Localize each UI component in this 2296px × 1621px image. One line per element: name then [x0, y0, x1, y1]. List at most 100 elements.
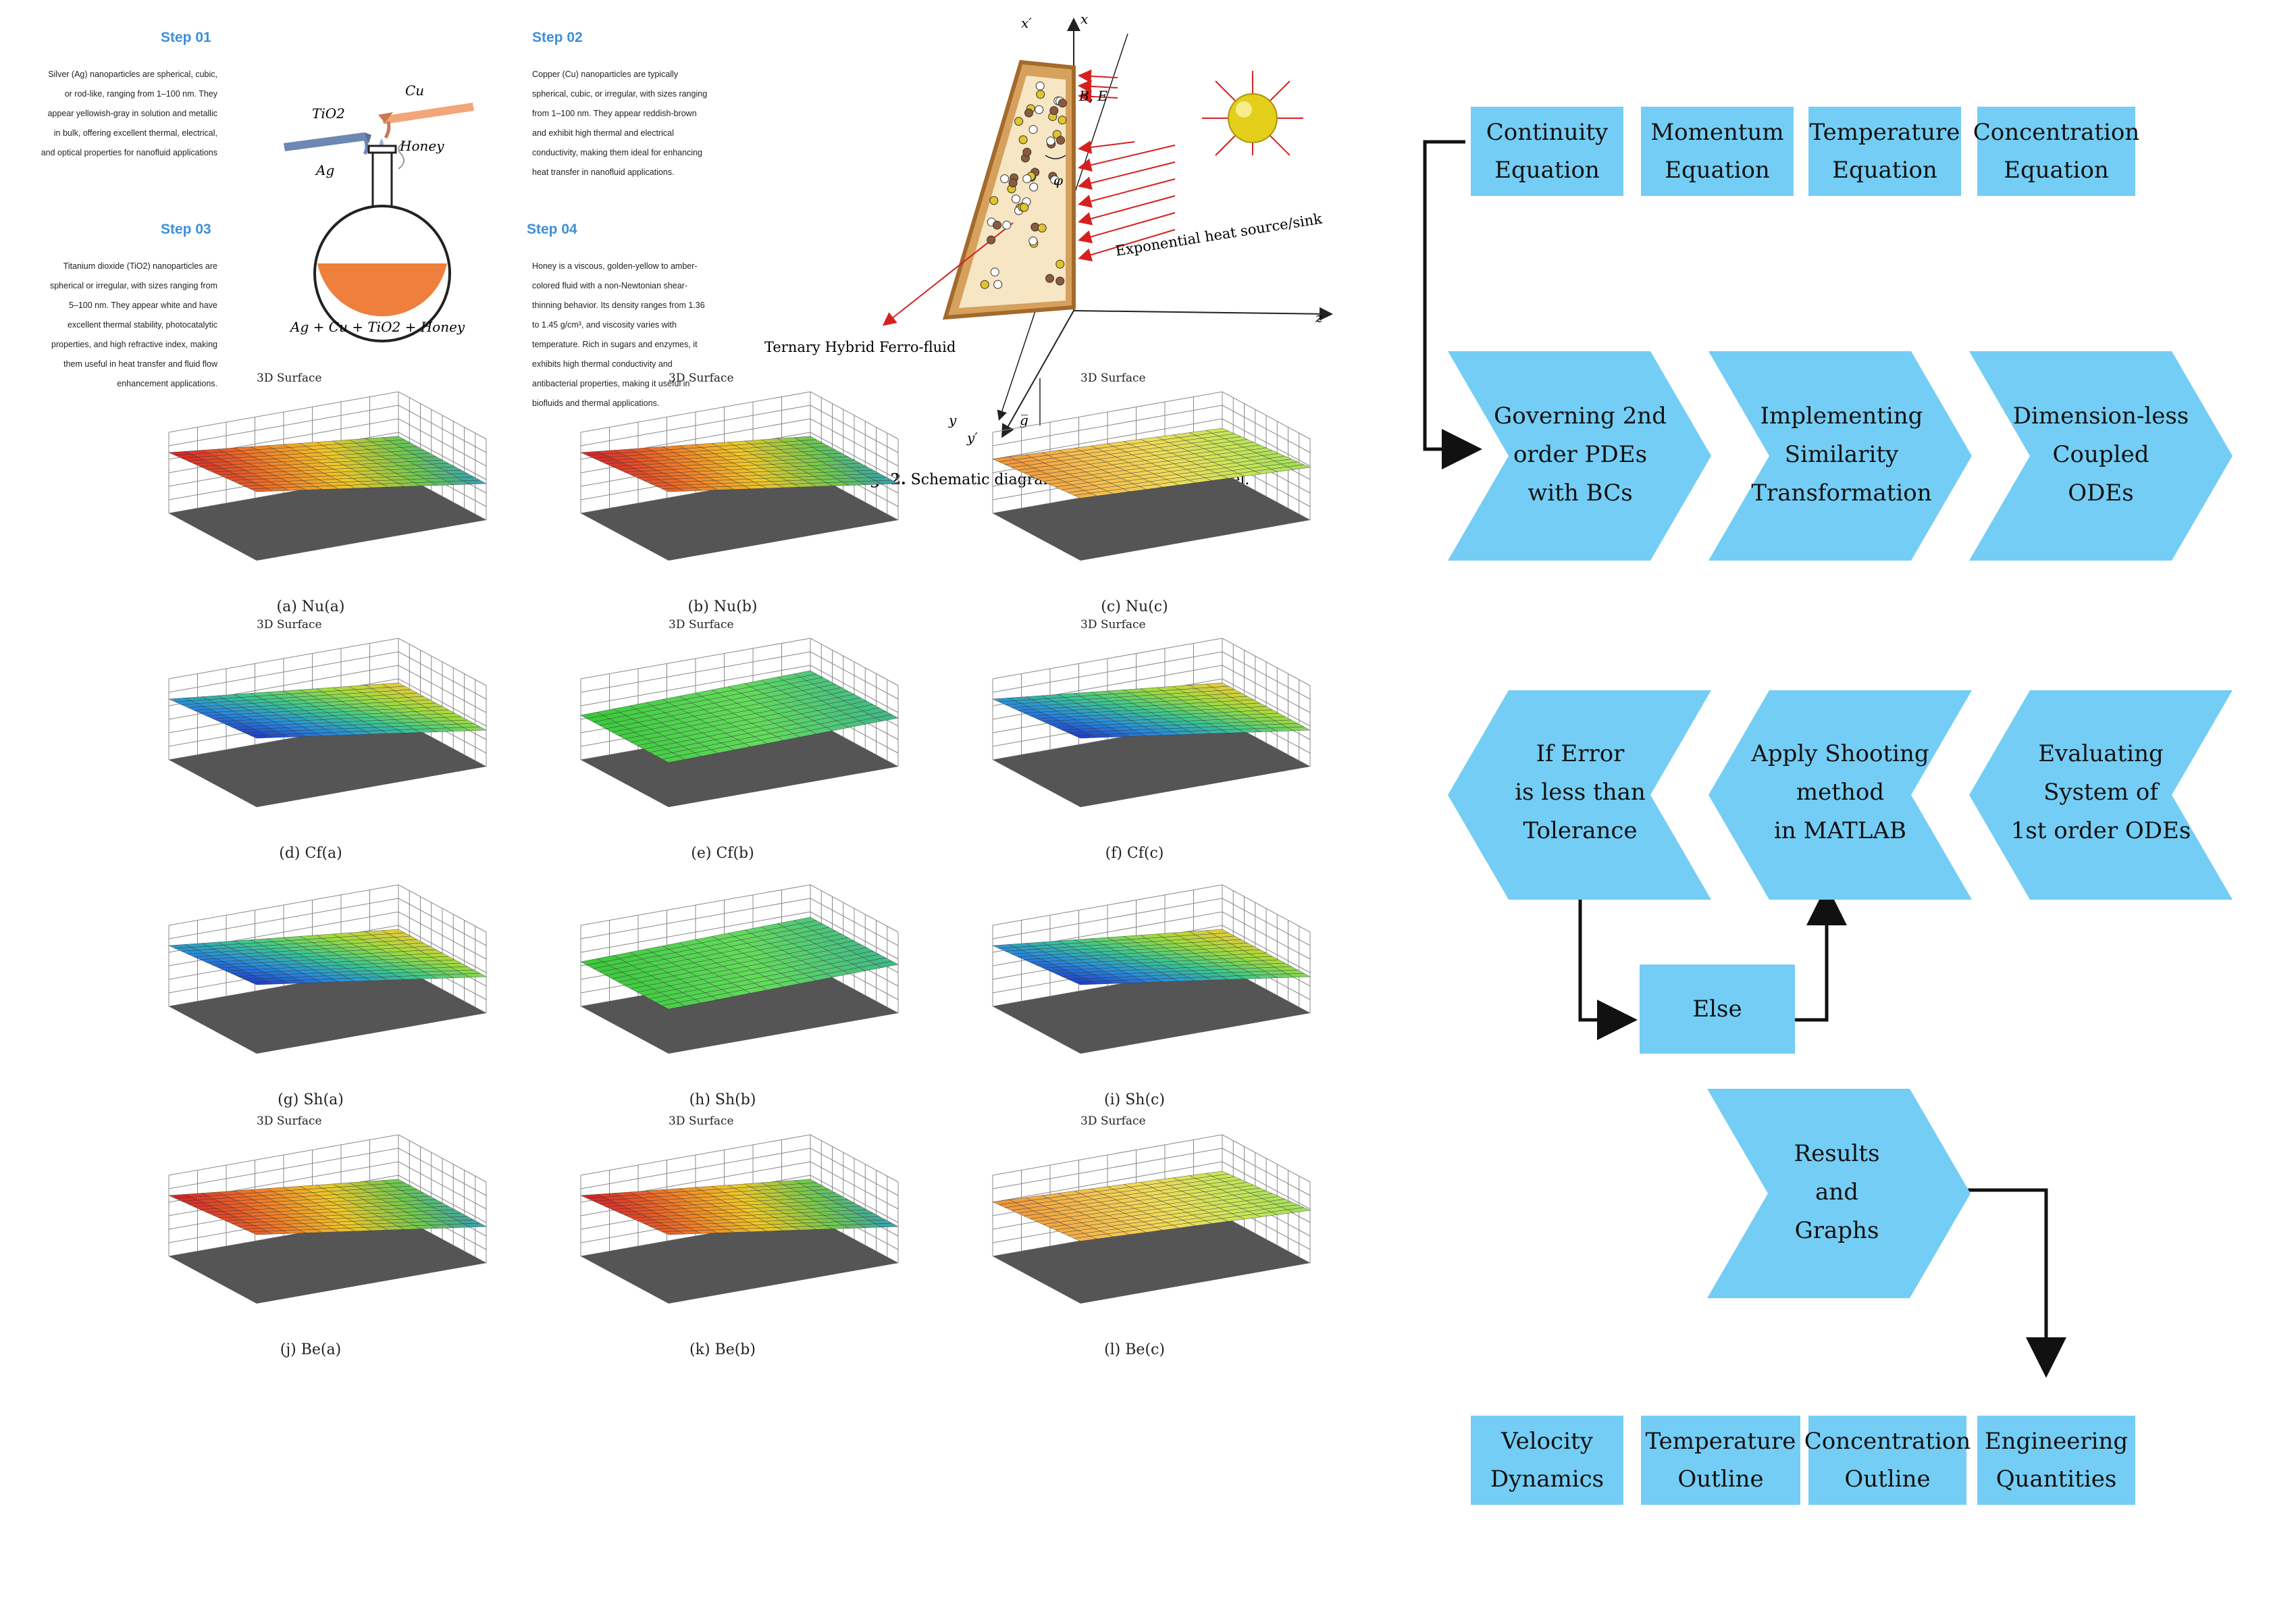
surface-mesh: [580, 436, 899, 492]
step-04-text: Honey is a viscous, golden-yellow to amb…: [532, 261, 705, 408]
chevron-dimensionless-odes: [1969, 351, 2233, 561]
contour-floor: [581, 966, 898, 1054]
axis-y-label: y: [949, 412, 957, 428]
else-box: Else: [1640, 964, 1795, 1054]
nanoparticle-dot: [989, 196, 999, 205]
angle-phi-label: φ: [1053, 172, 1064, 188]
axis-xprime-label: x′: [1021, 15, 1032, 31]
nanoparticle-dot: [1046, 136, 1055, 146]
momentum-equation-box: Momentum Equation: [1641, 107, 1794, 196]
surface-plot-3: [992, 391, 1311, 561]
chevron-shooting-method: [1708, 690, 1972, 900]
governing-pdes-label: Governing 2nd order PDEs with BCs: [1494, 403, 1667, 507]
step-02-text: Copper (Cu) nanoparticles are typically …: [532, 70, 708, 177]
evaluating-system-label: Evaluating System of 1st order ODEs: [2010, 740, 2191, 844]
surface-mesh: [168, 929, 487, 985]
surface-mesh: [580, 670, 899, 763]
surface-plot-caption: (l) Be(c): [1104, 1341, 1165, 1358]
nanoparticle-dot: [987, 235, 996, 245]
nanoparticle-dot: [1022, 174, 1032, 184]
surface-mesh: [992, 682, 1311, 739]
schematic-diagram: [882, 18, 1333, 438]
ag-test-tube-icon: [284, 132, 371, 155]
concentration-equation-box: Concentration Equation: [1973, 107, 2139, 196]
ag-label: Ag: [316, 162, 335, 178]
contour-floor: [169, 966, 486, 1054]
nanoparticle-dot: [1045, 274, 1054, 283]
step-01-text: Silver (Ag) nanoparticles are spherical,…: [41, 70, 217, 157]
nanoparticle-dot: [1049, 106, 1059, 115]
contour-floor: [581, 1216, 898, 1304]
gravity-label: g̅: [1020, 412, 1028, 428]
concentration-outline-box: Concentration Outline: [1804, 1416, 1971, 1505]
contour-floor: [169, 473, 486, 561]
engineering-quantities-box: Engineering Quantities: [1977, 1416, 2135, 1505]
surface-plot-10: [168, 1134, 487, 1304]
chevron-evaluating-system: [1969, 690, 2233, 900]
surface-plot-caption: (f) Cf(c): [1105, 845, 1164, 862]
surface-plot-title: 3D Surface: [257, 1114, 322, 1128]
contour-floor: [993, 1216, 1310, 1304]
surface-plot-title: 3D Surface: [669, 1114, 734, 1128]
nanoparticle-dot: [1020, 203, 1029, 212]
chevron-error-tolerance: [1448, 690, 1711, 900]
surface-mesh: [168, 1179, 487, 1235]
nanoparticle-dot: [1011, 195, 1020, 204]
surface-plot-title: 3D Surface: [669, 371, 734, 385]
surface-plot-caption: (k) Be(b): [689, 1341, 756, 1358]
surface-mesh: [168, 682, 487, 739]
step-03-title: Step 03: [161, 222, 211, 237]
field-label: B, E: [1079, 88, 1108, 104]
step-02-title: Step 02: [532, 30, 583, 45]
nanoparticle-dot: [1056, 136, 1066, 145]
nanoparticle-dot: [993, 220, 1001, 230]
shooting-method-label: Apply Shooting method in MATLAB: [1751, 740, 1929, 844]
surface-mesh: [580, 917, 899, 1010]
axis-z-label: z: [1315, 309, 1323, 326]
surface-plot-8: [580, 884, 899, 1054]
temperature-outline-box: Temperature Outline: [1641, 1416, 1800, 1505]
surface-plot-caption: (g) Sh(a): [278, 1091, 344, 1108]
cu-test-tube-icon: [378, 103, 474, 139]
nanoparticle-dot: [1058, 99, 1067, 108]
surface-plot-caption: (d) Cf(a): [279, 845, 342, 862]
surface-plot-4: [168, 638, 487, 807]
chevron-similarity-transformation: [1708, 351, 1972, 561]
contour-floor: [169, 719, 486, 807]
nanoparticle-dot: [1055, 259, 1065, 269]
surface-mesh: [992, 428, 1311, 498]
nanoparticle-dot: [1014, 117, 1024, 126]
tio2-label: TiO2: [312, 105, 345, 122]
surface-plot-7: [168, 884, 487, 1054]
nanoparticle-dot: [1008, 178, 1018, 188]
contour-floor: [169, 1216, 486, 1304]
contour-floor: [581, 719, 898, 807]
surface-mesh: [168, 436, 487, 492]
surface-plot-9: [992, 884, 1311, 1054]
nanoparticle-dot: [990, 267, 999, 277]
nanoparticle-dot: [1058, 115, 1067, 125]
nanoparticle-dot: [1000, 174, 1010, 184]
contour-floor: [581, 473, 898, 561]
nanoparticle-dot: [1022, 147, 1032, 157]
similarity-transformation-label: Implementing Similarity Transformation: [1751, 403, 1932, 507]
axis-yprime-label: y′: [967, 430, 978, 446]
nanoparticle-dot: [1035, 81, 1045, 91]
continuity-equation-box: Continuity Equation: [1471, 107, 1623, 196]
surface-plot-caption: (j) Be(a): [280, 1341, 342, 1358]
sun-icon: [1202, 71, 1303, 156]
nanoparticle-dot: [1024, 108, 1033, 118]
axis-x-label: x: [1080, 11, 1089, 27]
surface-plot-title: 3D Surface: [257, 618, 322, 632]
surface-plot-caption: (b) Nu(b): [687, 598, 758, 615]
step-01-title: Step 01: [161, 30, 211, 45]
chevron-results-graphs: [1707, 1089, 1971, 1298]
flask-illustration: [284, 103, 474, 342]
honey-label: Honey: [400, 138, 444, 154]
nanoparticle-dot: [1029, 182, 1039, 192]
surface-mesh: [992, 929, 1311, 985]
surface-plot-caption: (a) Nu(a): [276, 598, 345, 615]
velocity-dynamics-box: Velocity Dynamics: [1471, 1416, 1623, 1505]
surface-plot-title: 3D Surface: [669, 618, 734, 632]
surface-plot-title: 3D Surface: [1080, 618, 1146, 632]
